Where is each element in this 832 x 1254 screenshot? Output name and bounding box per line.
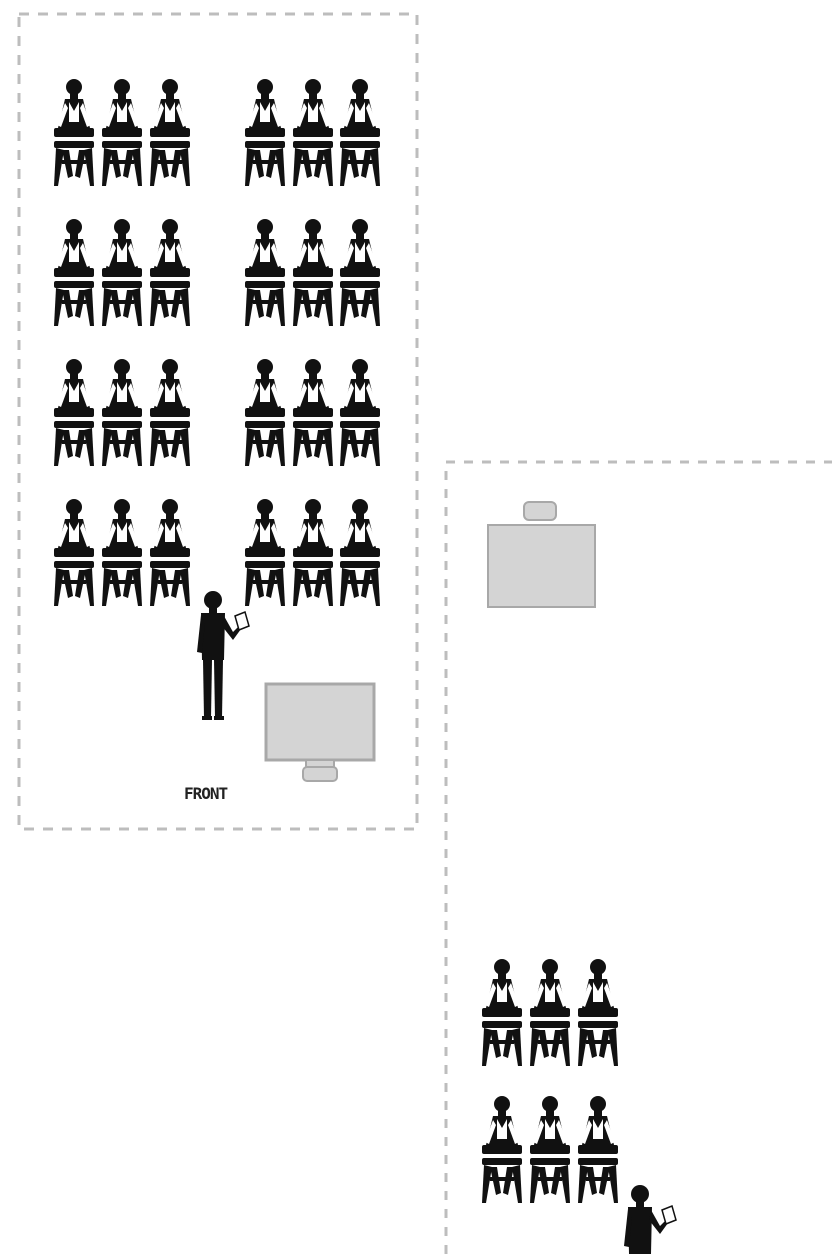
small-room-boundary xyxy=(444,460,832,1254)
seated-student-icon xyxy=(293,79,333,186)
small-seating-block xyxy=(482,959,618,1203)
seated-student-icon xyxy=(530,959,570,1066)
seated-student-icon xyxy=(293,219,333,326)
seated-student-icon xyxy=(245,79,285,186)
seated-student-icon xyxy=(150,79,190,186)
seated-student-icon xyxy=(102,499,142,606)
seated-student-icon xyxy=(340,499,380,606)
front-label: FRONT xyxy=(184,784,228,803)
seated-student-icon xyxy=(340,359,380,466)
seated-student-icon xyxy=(530,1096,570,1203)
seated-student-icon xyxy=(245,219,285,326)
seated-student-icon xyxy=(54,79,94,186)
seated-student-icon xyxy=(340,219,380,326)
right-seating-block xyxy=(245,79,380,606)
large-room: FRONT xyxy=(17,12,419,831)
presenter-icon xyxy=(623,1184,677,1254)
seated-student-icon xyxy=(54,219,94,326)
seated-student-icon xyxy=(293,499,333,606)
seated-student-icon xyxy=(102,219,142,326)
seated-student-icon xyxy=(245,359,285,466)
seated-student-icon xyxy=(102,79,142,186)
seated-student-icon xyxy=(578,959,618,1066)
monitor-icon xyxy=(264,682,376,782)
seated-student-icon xyxy=(150,219,190,326)
seated-student-icon xyxy=(340,79,380,186)
seated-student-icon xyxy=(293,359,333,466)
small-room xyxy=(444,460,832,1254)
seated-student-icon xyxy=(150,499,190,606)
left-seating-block xyxy=(54,79,190,606)
seated-student-icon xyxy=(245,499,285,606)
presenter-icon xyxy=(196,590,250,721)
seated-student-icon xyxy=(54,359,94,466)
seated-student-icon xyxy=(102,359,142,466)
seated-student-icon xyxy=(482,959,522,1066)
seated-student-icon xyxy=(482,1096,522,1203)
seated-student-icon xyxy=(150,359,190,466)
projector-board-icon xyxy=(487,501,596,608)
seated-student-icon xyxy=(578,1096,618,1203)
large-room-boundary xyxy=(17,12,419,831)
seated-student-icon xyxy=(54,499,94,606)
